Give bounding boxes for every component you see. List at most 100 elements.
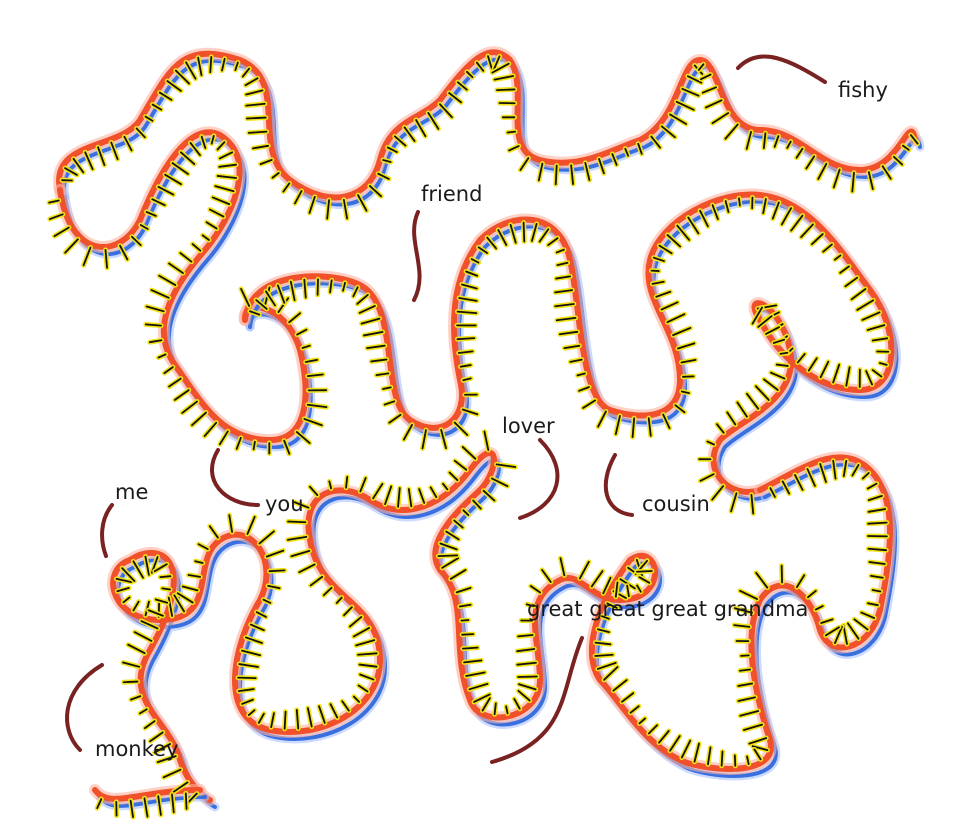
base-pair-rung <box>505 705 509 715</box>
base-pair-rung <box>439 103 453 119</box>
base-pair-rung <box>382 386 392 390</box>
base-pair-rung <box>352 695 361 703</box>
base-pair-rung <box>669 735 681 752</box>
base-pair-rung <box>757 315 773 328</box>
base-pair-rung <box>298 563 316 574</box>
base-pair-rung <box>271 172 280 179</box>
base-pair-rung <box>871 337 889 342</box>
base-pair-rung <box>115 577 133 583</box>
base-pair-rung <box>487 55 494 71</box>
base-pair-rung <box>245 116 267 120</box>
base-pair-rung <box>724 200 730 213</box>
base-pair-rung <box>96 798 103 810</box>
base-pair-rung <box>513 698 521 710</box>
base-pair-rung <box>751 306 763 325</box>
base-pair-rung <box>158 274 177 286</box>
base-pair-rung <box>357 684 369 693</box>
base-pair-rung <box>259 159 273 166</box>
base-pair-rung <box>268 569 286 573</box>
base-pair-rung <box>658 730 670 744</box>
base-pair-rung <box>461 446 477 460</box>
base-pair-rung <box>150 289 170 299</box>
base-pair-rung <box>687 216 700 235</box>
base-pair-rung <box>762 132 767 150</box>
label-fishy: fishy <box>838 78 888 102</box>
base-pair-rung <box>578 386 590 392</box>
base-pair-rung <box>388 413 402 424</box>
base-pair-rung <box>181 400 198 414</box>
base-pair-rung <box>139 708 148 715</box>
base-pair-rung <box>427 111 440 130</box>
base-pair-rung <box>606 602 618 609</box>
base-pair-rung <box>147 609 164 617</box>
base-pair-rung <box>235 436 242 450</box>
base-pair-rung <box>296 328 308 336</box>
base-pair-rung <box>363 331 384 337</box>
base-pair-rung <box>769 487 776 498</box>
base-pair-rung <box>407 488 413 508</box>
base-pair-rung <box>197 543 209 551</box>
base-pair-rung <box>626 584 630 598</box>
base-pair-rung <box>249 623 265 632</box>
base-pair-rung <box>286 535 308 541</box>
base-pair-rung <box>483 430 490 451</box>
base-pair-rung <box>516 648 536 653</box>
base-pair-rung <box>850 288 867 301</box>
base-pair-rung <box>707 746 712 766</box>
base-pair-rung <box>733 624 751 628</box>
base-pair-rung <box>143 797 149 818</box>
base-pair-rung <box>486 236 497 250</box>
base-pair-rung <box>794 474 804 491</box>
base-pair-rung <box>461 283 478 290</box>
base-pair-rung <box>705 99 723 109</box>
base-pair-rung <box>244 636 263 644</box>
base-pair-rung <box>456 81 468 91</box>
base-pair-rung <box>736 401 748 418</box>
label-grandma: great great great grandma <box>527 597 809 621</box>
base-pair-rung <box>287 520 307 524</box>
red-strand <box>242 191 895 495</box>
base-pair-rung <box>370 358 388 363</box>
base-pair-rung <box>807 589 817 599</box>
base-pair-rung <box>203 421 218 437</box>
label-cousin: cousin <box>642 492 710 516</box>
red-strand <box>110 450 893 803</box>
label-lover: lover <box>502 414 555 438</box>
base-pair-rung <box>814 605 824 611</box>
base-pair-rung <box>636 584 642 593</box>
base-pair-rung <box>614 581 619 598</box>
base-pair-rung <box>832 363 841 384</box>
base-pair-rung <box>730 492 738 513</box>
base-pair-rung <box>465 270 479 277</box>
base-pair-rung <box>191 243 202 252</box>
base-pair-rungs <box>46 53 921 820</box>
base-pair-rung <box>265 290 276 307</box>
base-pair-rung <box>352 286 359 298</box>
base-pair-rung <box>865 370 873 386</box>
base-pair-rung <box>602 576 612 595</box>
base-pair-rung <box>538 228 550 243</box>
base-pair-rung <box>746 392 760 410</box>
base-pair-rung <box>820 618 834 624</box>
base-pair-rung <box>805 155 816 170</box>
base-pair-rung <box>755 571 769 589</box>
base-pair-rung <box>179 252 193 263</box>
base-pair-rung <box>638 717 647 725</box>
blue-strand <box>113 455 900 812</box>
base-pair-rung <box>597 410 607 428</box>
base-pair-rung <box>241 649 261 657</box>
base-pair-rung <box>750 493 755 515</box>
base-pair-rung <box>167 596 173 617</box>
base-pair-rung <box>867 602 879 607</box>
base-pair-rung <box>172 781 189 793</box>
base-pair-rung <box>282 182 291 193</box>
base-pair-rung <box>497 229 508 246</box>
base-pair-rung <box>216 175 238 179</box>
base-pair-rung <box>669 113 688 125</box>
base-pair-rung <box>842 624 848 645</box>
base-pair-rung <box>751 745 769 752</box>
base-pair-rung <box>130 235 142 247</box>
base-pair-rung <box>482 489 496 502</box>
base-pair-rung <box>201 234 210 241</box>
base-pair-rung <box>306 403 328 409</box>
